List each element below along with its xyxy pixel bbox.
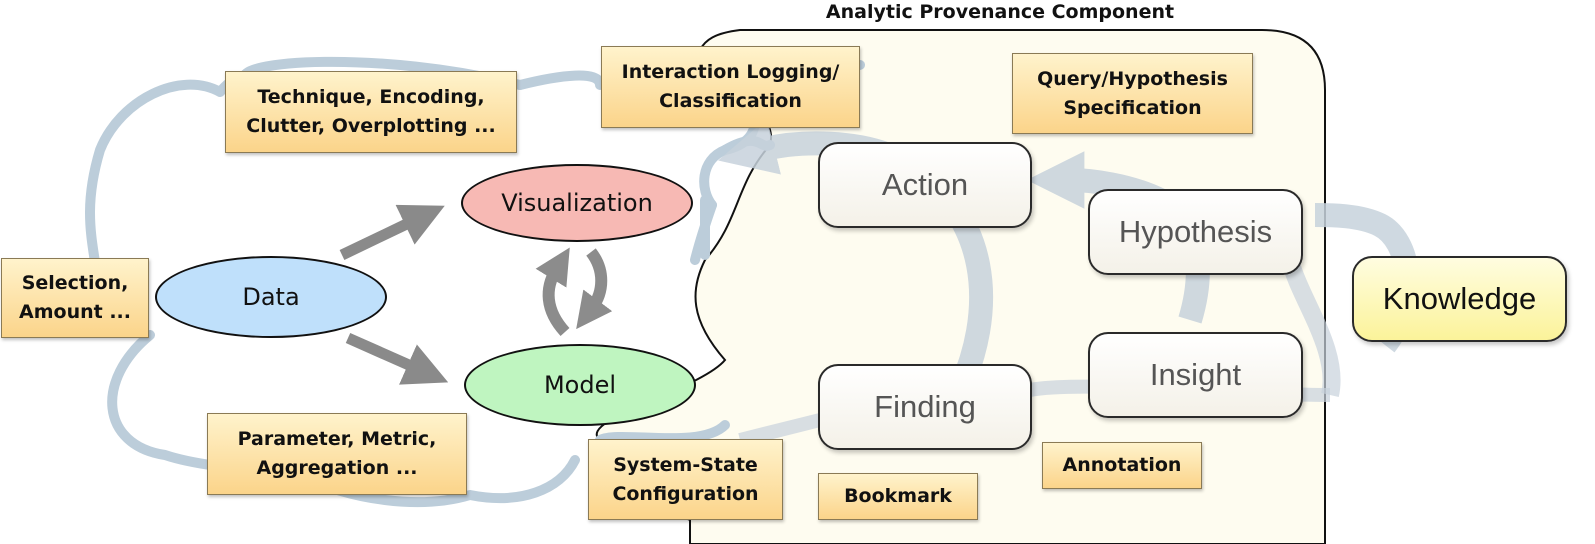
data-node: Data: [155, 256, 387, 338]
panel-title: Analytic Provenance Component: [825, 1, 1175, 23]
knowledge-label: Knowledge: [1382, 281, 1537, 316]
system-state-line1: System-State: [613, 453, 758, 476]
finding-stage: Finding: [818, 364, 1032, 450]
data-label: Data: [242, 283, 300, 311]
visualization-node: Visualization: [461, 164, 693, 242]
selection-line2: Amount ...: [19, 301, 131, 323]
parameter-line1: Parameter, Metric,: [237, 428, 437, 450]
annotation-label: Annotation: [1062, 454, 1182, 476]
model-label: Model: [543, 371, 617, 399]
hypothesis-stage: Hypothesis: [1088, 189, 1303, 275]
parameter-line2: Aggregation ...: [256, 457, 418, 479]
visualization-to-model-arrow: [576, 248, 613, 330]
selection-line1: Selection,: [21, 272, 129, 294]
finding-label: Finding: [874, 389, 976, 424]
query-line2: Specification: [1063, 96, 1202, 119]
technique-tag: Technique, Encoding, Clutter, Overplotti…: [225, 71, 517, 153]
action-label: Action: [881, 167, 969, 202]
model-to-visualization-arrow: [535, 247, 570, 337]
annotation-tag: Annotation: [1042, 442, 1202, 489]
query-line1: Query/Hypothesis: [1037, 67, 1228, 90]
interaction-line1: Interaction Logging/: [621, 61, 840, 83]
technique-line1: Technique, Encoding,: [257, 86, 485, 108]
visualization-label: Visualization: [501, 189, 653, 217]
action-stage: Action: [818, 142, 1032, 228]
data-to-visualization-arrow: [339, 204, 445, 260]
knowledge-node: Knowledge: [1352, 256, 1567, 342]
model-node: Model: [464, 344, 696, 426]
insight-label: Insight: [1149, 357, 1242, 392]
selection-tag: Selection, Amount ...: [1, 258, 149, 338]
query-hypothesis-tag: Query/Hypothesis Specification: [1012, 53, 1253, 134]
hypothesis-label: Hypothesis: [1118, 214, 1273, 249]
system-state-tag: System-State Configuration: [588, 439, 783, 520]
parameter-tag: Parameter, Metric, Aggregation ...: [207, 413, 467, 495]
interaction-line2: Classification: [659, 90, 802, 112]
bookmark-tag: Bookmark: [818, 473, 978, 520]
system-state-line2: Configuration: [612, 482, 759, 505]
interaction-logging-tag: Interaction Logging/ Classification: [601, 46, 860, 128]
data-to-model-arrow: [345, 332, 449, 385]
bookmark-label: Bookmark: [844, 485, 952, 507]
technique-line2: Clutter, Overplotting ...: [246, 115, 496, 137]
insight-stage: Insight: [1088, 332, 1303, 418]
